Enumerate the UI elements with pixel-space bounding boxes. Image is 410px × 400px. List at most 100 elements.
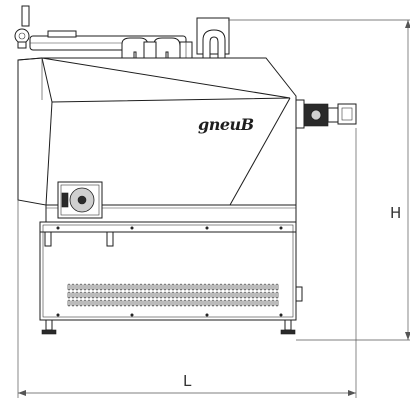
leveling-feet [41, 319, 296, 335]
vent-slot [227, 291, 231, 299]
vent-slot [75, 291, 79, 299]
vent-slot [211, 299, 215, 307]
vent-slot [203, 291, 207, 299]
vent-slot [83, 283, 87, 291]
vent-slot [79, 291, 83, 299]
vent-slot [263, 283, 267, 291]
vent-slot [175, 283, 179, 291]
vent-slot [151, 299, 155, 307]
vent-slot [207, 283, 211, 291]
vent-slot [199, 299, 203, 307]
ventilation-slots [67, 283, 279, 307]
vent-slot [251, 299, 255, 307]
vent-slot [75, 283, 79, 291]
vent-slot [127, 283, 131, 291]
lower-cabinet [39, 221, 303, 321]
vent-slot [267, 291, 271, 299]
vent-slot [103, 299, 107, 307]
vent-slot [87, 299, 91, 307]
vent-slot [127, 291, 131, 299]
vent-slot [215, 299, 219, 307]
vent-slot [135, 299, 139, 307]
vent-slot [203, 283, 207, 291]
vent-slot [191, 299, 195, 307]
vent-slot [243, 291, 247, 299]
vent-slot [131, 291, 135, 299]
vent-slot [159, 283, 163, 291]
vent-slot [155, 291, 159, 299]
vent-slot [167, 283, 171, 291]
vent-slot [135, 291, 139, 299]
height-dimension: H [228, 19, 410, 341]
cooling-fan [57, 181, 103, 219]
vent-slot [239, 283, 243, 291]
vent-slot [115, 283, 119, 291]
vent-slot [155, 299, 159, 307]
length-label: L [183, 372, 192, 390]
vent-slot [79, 299, 83, 307]
vent-slot [107, 299, 111, 307]
vent-slot [79, 283, 83, 291]
brand-logo: gneuB [198, 115, 254, 134]
vent-slot [131, 299, 135, 307]
height-label: H [390, 204, 401, 222]
vent-slot [211, 291, 215, 299]
vent-slot [91, 283, 95, 291]
vent-slot [191, 291, 195, 299]
vent-slot [159, 291, 163, 299]
vent-slot [123, 283, 127, 291]
vent-slot [123, 299, 127, 307]
vent-slot [147, 299, 151, 307]
vent-slot [247, 283, 251, 291]
vent-slot [267, 283, 271, 291]
vent-slot [139, 299, 143, 307]
length-dimension: L [17, 128, 357, 398]
vent-slot [267, 299, 271, 307]
vent-slot [255, 283, 259, 291]
vent-slot [175, 291, 179, 299]
vent-slot [111, 283, 115, 291]
vent-slot [239, 291, 243, 299]
vent-slot [191, 283, 195, 291]
vent-slot [271, 283, 275, 291]
vent-slot [115, 291, 119, 299]
vent-slot [239, 299, 243, 307]
vent-slot [87, 291, 91, 299]
vent-slot [163, 299, 167, 307]
vent-slot [259, 299, 263, 307]
vent-slot [95, 299, 99, 307]
vent-slot [247, 291, 251, 299]
vent-slot [83, 291, 87, 299]
vent-slot [255, 299, 259, 307]
vent-slot [67, 299, 71, 307]
vent-slot [195, 283, 199, 291]
vent-slot [263, 299, 267, 307]
vent-slot [195, 291, 199, 299]
vent-slot [271, 291, 275, 299]
vent-slot [147, 283, 151, 291]
vent-slot [131, 283, 135, 291]
vent-slot [83, 299, 87, 307]
vent-slot [207, 291, 211, 299]
vent-slot [171, 283, 175, 291]
vent-slot [227, 299, 231, 307]
vent-slot [75, 299, 79, 307]
vent-slot [215, 283, 219, 291]
vent-slot [95, 291, 99, 299]
vent-slot [219, 291, 223, 299]
vent-slot [91, 299, 95, 307]
vent-slot [163, 291, 167, 299]
vent-slot [99, 291, 103, 299]
vent-slot [87, 283, 91, 291]
vent-slot [179, 299, 183, 307]
vent-slot [235, 299, 239, 307]
vent-slot [71, 291, 75, 299]
vent-slot [219, 283, 223, 291]
vent-slot [175, 299, 179, 307]
vent-slot [151, 283, 155, 291]
vent-slot [263, 291, 267, 299]
vent-slot [235, 291, 239, 299]
vent-slot [143, 283, 147, 291]
vent-slot [207, 299, 211, 307]
